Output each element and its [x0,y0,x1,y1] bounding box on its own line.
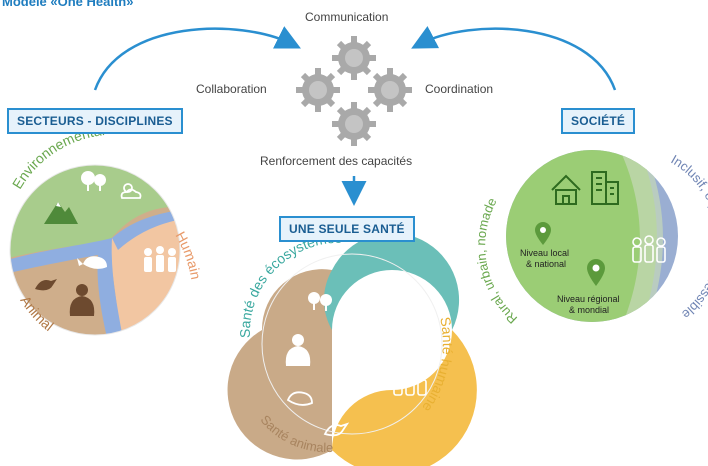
one-health-circle [227,232,477,466]
mountain-icon [44,202,78,224]
regional-global-label: Niveau régional & mondial [557,294,620,316]
bird-icon [35,279,57,291]
page-title: Modèle «One Health» [2,0,134,9]
mountain-icon [356,286,394,311]
people-icon [144,246,176,272]
bird-icon [323,422,350,437]
house-icon [551,174,581,205]
regional-level-text: Niveau régional [557,294,620,304]
label-collaboration: Collaboration [196,82,267,96]
tree-icon [308,292,332,311]
arrow-left-to-center [93,26,301,91]
tree-icon [81,171,106,191]
national-text: & national [526,259,567,269]
location-pin-icon [587,259,605,286]
people-icon [632,235,666,263]
arrow-right-to-center [411,25,617,91]
global-text: & mondial [569,305,610,315]
sectors-disciplines-box: SECTEURS - DISCIPLINES [7,108,183,134]
building-icon [591,171,619,205]
label-capacity-building: Renforcement des capacités [260,154,413,168]
whale-icon [77,256,107,269]
people-icon [393,368,427,396]
gorilla-icon [69,284,95,316]
local-national-label: Niveau local & national [520,248,569,270]
society-box: SOCIÉTÉ [561,108,636,134]
one-health-box: UNE SEULE SANTÉ [279,216,415,242]
whale-icon [286,391,313,406]
gear-icon [296,36,412,146]
location-pin-icon [535,222,551,245]
gorilla-icon [285,334,311,366]
label-communication: Communication [305,10,389,24]
sun-cloud-icon [120,183,142,199]
local-level-text: Niveau local [520,248,570,258]
label-coordination: Coordination [425,82,494,96]
